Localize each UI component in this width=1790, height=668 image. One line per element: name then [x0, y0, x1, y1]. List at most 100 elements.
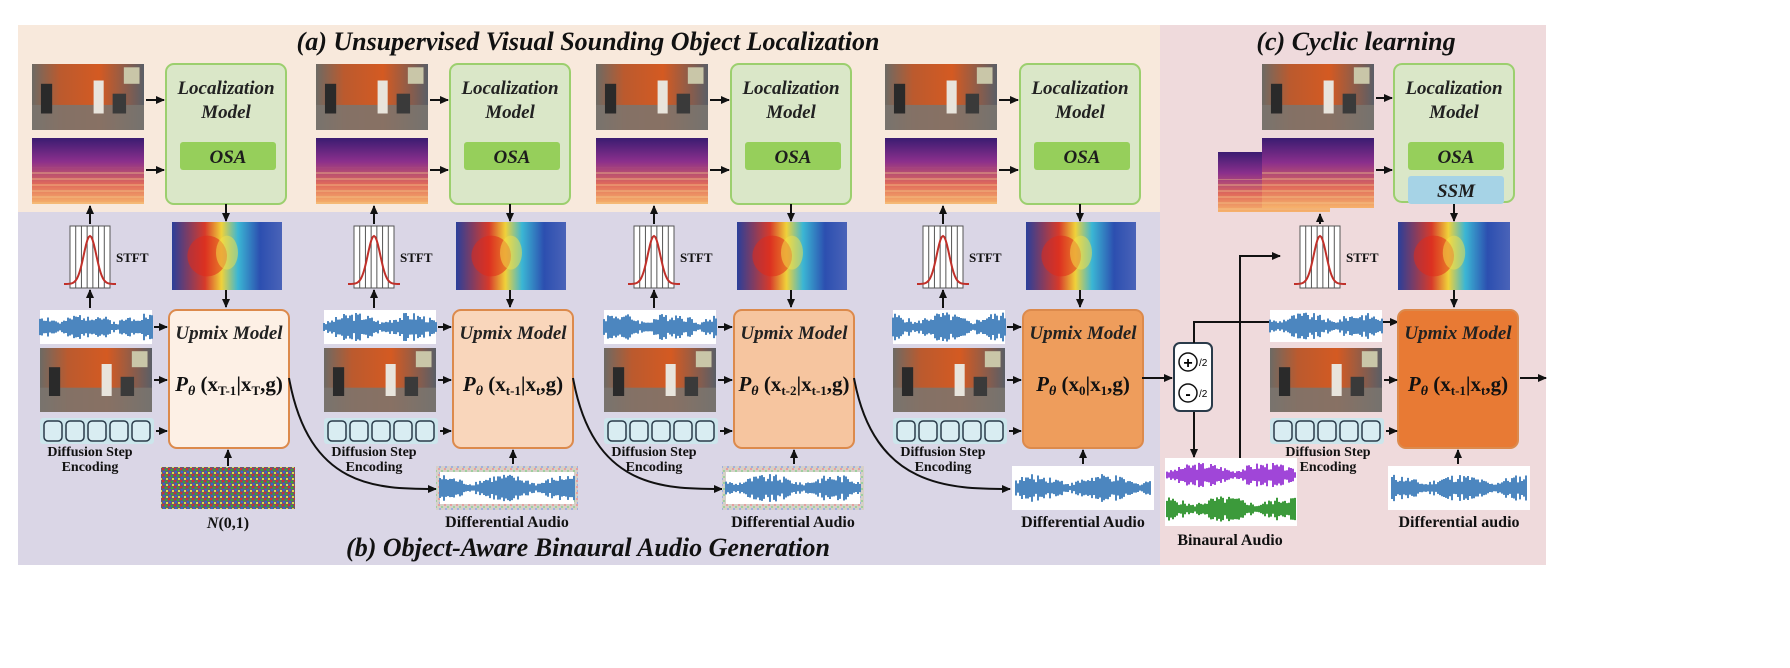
- gaussian-curve: [627, 234, 681, 285]
- step-token: [695, 420, 715, 442]
- differential-waveform: [439, 472, 575, 504]
- osa-label: OSA: [1438, 147, 1475, 168]
- gaussian-curve: [347, 234, 401, 285]
- upmix-equation: Pθ (xT-1|xT,g): [174, 372, 283, 399]
- binaural-to-stft-arrow: [1239, 252, 1281, 458]
- cyclic-differential-waveform: [1391, 472, 1527, 504]
- osa-label: OSA: [1064, 147, 1101, 168]
- cyclic-diffusion-label-line1: Diffusion Step: [1285, 445, 1370, 460]
- left-channel-waveform: [1166, 460, 1296, 490]
- upmix-equation: Pθ (xt-1|xt,g): [462, 372, 563, 399]
- noise-label: N(0,1): [206, 515, 249, 532]
- step-token: [940, 420, 960, 442]
- step-token: [65, 420, 85, 442]
- cyclic-diffusion-label-line2: Encoding: [1300, 460, 1357, 475]
- step-token: [349, 420, 369, 442]
- upmix-equation: Pθ (x0|x1,g): [1035, 372, 1130, 399]
- step-token: [1361, 420, 1381, 442]
- gaussian-curve: [916, 234, 970, 285]
- plus-sign: +: [1183, 355, 1192, 372]
- diffusion-label-line2: Encoding: [62, 460, 119, 475]
- cyclic-diffusion-step-encoding: [1270, 418, 1384, 444]
- stft-label: STFT: [116, 250, 149, 265]
- right-channel-waveform: [1166, 494, 1296, 524]
- upmix-label: Upmix Model: [459, 323, 567, 344]
- localization-label-line1: Localization: [176, 78, 274, 99]
- upmix-label: Upmix Model: [1404, 323, 1512, 344]
- diffusion-label-line1: Diffusion Step: [47, 445, 132, 460]
- diffusion-label-line2: Encoding: [346, 460, 403, 475]
- localization-label-line1: Localization: [1030, 78, 1128, 99]
- step-token: [87, 420, 107, 442]
- localization-label-line2: Model: [765, 102, 816, 123]
- localization-label-line2: Model: [1428, 102, 1479, 123]
- cyclic-spectrogram-right: [1262, 138, 1374, 208]
- conditioning-video-frame: [893, 348, 1005, 412]
- input-spectrogram: [316, 138, 428, 204]
- differential-audio: [436, 466, 578, 510]
- osa-block: [180, 142, 276, 170]
- step-token: [607, 420, 627, 442]
- binaural-audio: [1165, 458, 1297, 526]
- gaussian-curve: [63, 234, 117, 285]
- step-token: [984, 420, 1004, 442]
- step-token: [131, 420, 151, 442]
- diffusion-step-encoding: [40, 418, 154, 444]
- gaussian-noise-image: [161, 467, 295, 509]
- ssm-block: [1408, 176, 1504, 204]
- differential-audio-label: Differential Audio: [445, 514, 569, 531]
- div-label-top: /2: [1199, 358, 1208, 369]
- upmix-label: Upmix Model: [740, 323, 848, 344]
- mono-waveform: [892, 310, 1006, 344]
- step-token: [651, 420, 671, 442]
- upmix-label: Upmix Model: [1029, 323, 1137, 344]
- title-generation: (b) Object-Aware Binaural Audio Generati…: [346, 533, 830, 562]
- div-label-bottom: /2: [1199, 389, 1208, 400]
- step-token: [371, 420, 391, 442]
- step-token: [43, 420, 63, 442]
- cyclic-stft-label: STFT: [1346, 250, 1379, 265]
- output-to-next-stage-arrow: [853, 377, 1011, 493]
- step-token: [1295, 420, 1315, 442]
- title-cyclic: (c) Cyclic learning: [1256, 27, 1455, 56]
- cyclic-differential-audio-label: Differential audio: [1398, 514, 1519, 531]
- localization-label-line2: Model: [200, 102, 251, 123]
- osa-label: OSA: [775, 147, 812, 168]
- upmix-label: Upmix Model: [175, 323, 283, 344]
- upmix-model: Upmix Model Pθ (x0|x1,g): [1022, 309, 1144, 449]
- cyclic-stft-window: [1293, 225, 1347, 289]
- stft-window: [627, 225, 681, 289]
- stft-label: STFT: [969, 250, 1002, 265]
- input-spectrogram: [32, 138, 144, 204]
- minus-sign: -: [1185, 386, 1190, 403]
- osa-block: [1034, 142, 1130, 170]
- localization-heatmap: [1026, 222, 1136, 290]
- osa-label: OSA: [210, 147, 247, 168]
- localization-heatmap: [456, 222, 566, 290]
- osa-block: [745, 142, 841, 170]
- differential-audio-label: Differential Audio: [1021, 514, 1145, 531]
- diffusion-label-line1: Diffusion Step: [900, 445, 985, 460]
- conditioning-video-frame: [604, 348, 716, 412]
- differential-audio: [1012, 466, 1154, 510]
- localization-label-line1: Localization: [741, 78, 839, 99]
- step-token: [673, 420, 693, 442]
- plus-icon: [1178, 352, 1198, 372]
- localization-label-line1: Localization: [1404, 78, 1502, 99]
- conditioning-video-frame: [40, 348, 152, 412]
- step-token: [896, 420, 916, 442]
- localization-label-line2: Model: [484, 102, 535, 123]
- step-token: [415, 420, 435, 442]
- osa-block: [1408, 142, 1504, 170]
- step-token: [629, 420, 649, 442]
- minus-icon: [1178, 383, 1198, 403]
